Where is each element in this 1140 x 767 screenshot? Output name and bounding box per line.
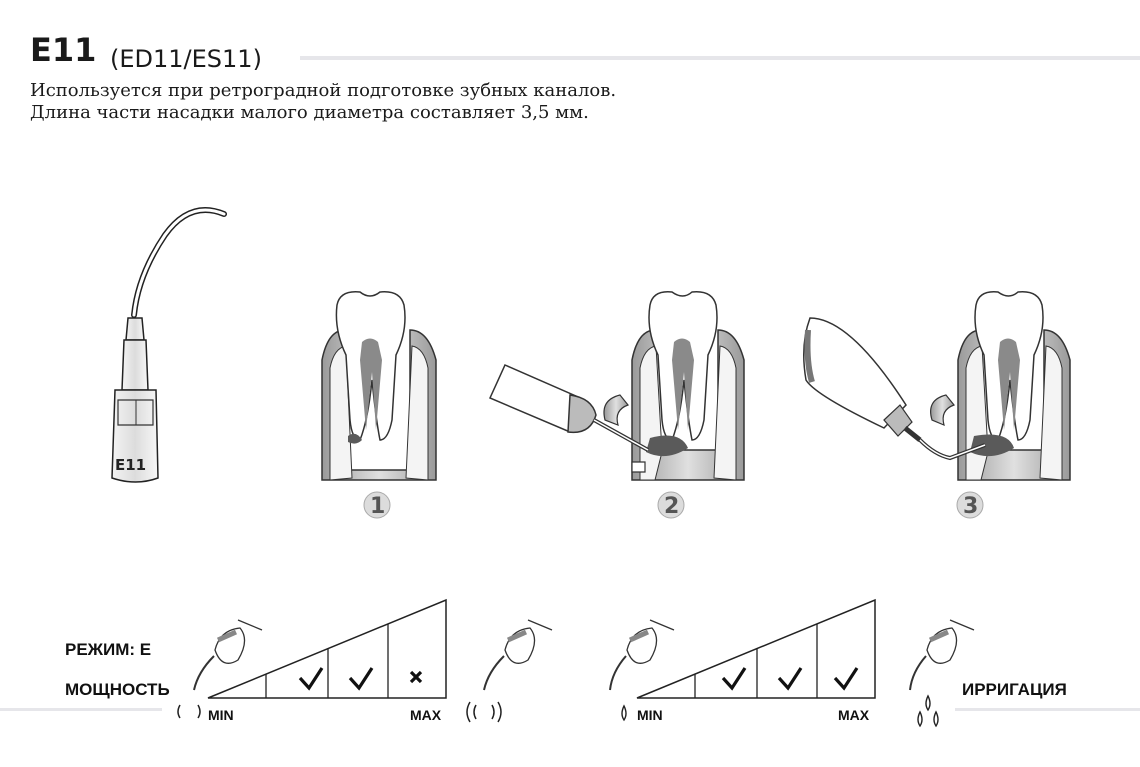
- power-level-2-check: [298, 667, 324, 691]
- bottom-divider-right: [955, 708, 1140, 711]
- handpiece-low-vibration-icon: [177, 619, 263, 719]
- power-level-3-check: [348, 667, 374, 691]
- step-3-illustration: 3: [803, 291, 1071, 519]
- handpiece-low-water-icon: [609, 619, 675, 722]
- irrigation-label: ИРРИГАЦИЯ: [962, 680, 1067, 699]
- ultrasonic-tip-drawing: E11: [111, 207, 227, 483]
- power-min-label: MIN: [208, 707, 234, 723]
- irrigation-level-3-check: [777, 667, 803, 691]
- irrigation-max-label: MAX: [838, 707, 870, 723]
- power-level-4-cross: [409, 670, 423, 684]
- bottom-divider-left: [0, 708, 162, 711]
- irrigation-level-4-check: [833, 667, 859, 691]
- power-scale: MIN MAX: [207, 598, 447, 723]
- step-1-illustration: 1: [321, 291, 437, 519]
- step-number-3: 3: [963, 494, 978, 519]
- handpiece-high-water-icon: [909, 619, 975, 728]
- tip-variants: (ED11/ES11): [110, 45, 262, 73]
- tip-engraving: E11: [115, 456, 146, 474]
- mode-label: РЕЖИМ: E: [65, 640, 152, 659]
- description-line-2: Длина части насадки малого диаметра сост…: [30, 102, 589, 123]
- handpiece-high-vibration-icon: [466, 619, 553, 723]
- description-line-1: Используется при ретроградной подготовке…: [30, 80, 617, 101]
- step-number-1: 1: [370, 494, 385, 519]
- irrigation-scale: MIN MAX: [636, 598, 876, 723]
- tip-code-title: E11: [30, 31, 97, 69]
- title-divider: [300, 56, 1140, 60]
- irrigation-min-label: MIN: [637, 707, 663, 723]
- step-number-2: 2: [664, 494, 679, 519]
- irrigation-level-2-check: [721, 667, 747, 691]
- power-max-label: MAX: [410, 707, 442, 723]
- step-2-illustration: 2: [488, 291, 745, 519]
- power-label: МОЩНОСТЬ: [65, 680, 170, 699]
